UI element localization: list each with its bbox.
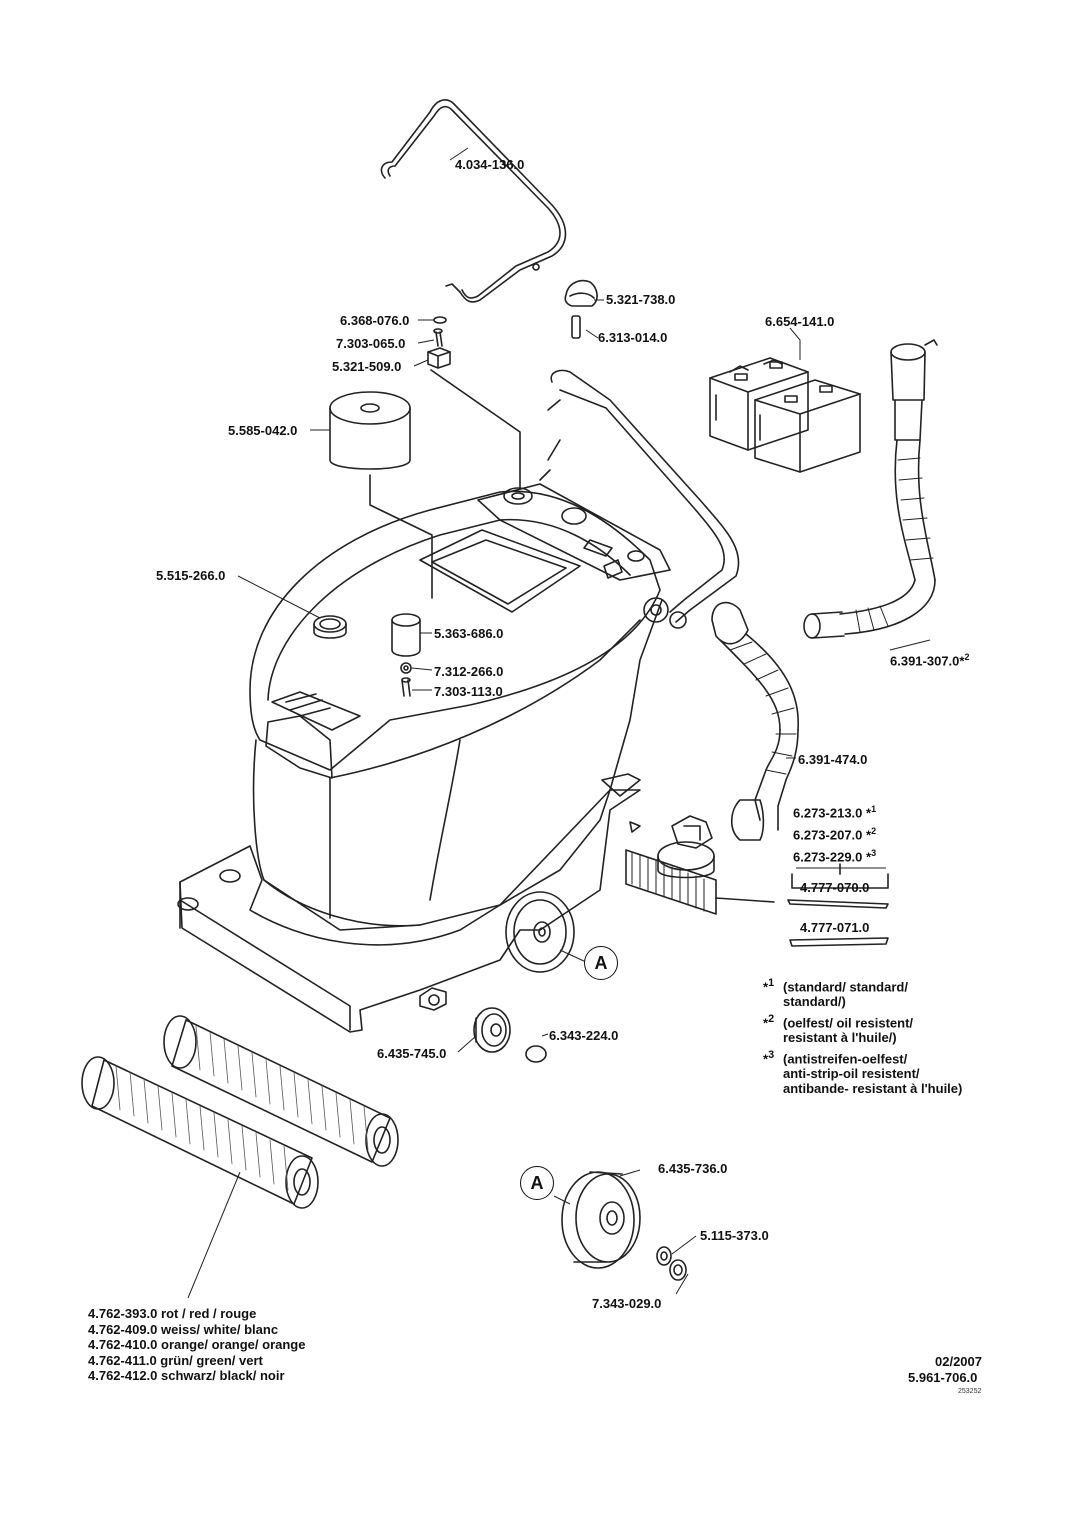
- label-6-273-207-0: 6.273-207.0 *2: [793, 824, 876, 842]
- marker-superscript: 1: [871, 804, 877, 814]
- label-6-343-224-0: 6.343-224.0: [549, 1028, 619, 1043]
- knob-part: [564, 279, 598, 339]
- brush-roller-lower: [81, 1056, 319, 1209]
- label-6-435-745-0: 6.435-745.0: [377, 1046, 447, 1061]
- label-5-363-686-0: 5.363-686.0: [434, 626, 504, 641]
- marker-superscript: 2: [964, 652, 970, 662]
- label-6-273-229-0: 6.273-229.0 *3: [793, 846, 876, 864]
- footnote-3-line-3: antibande- resistant à l'huile): [783, 1081, 963, 1097]
- marker-superscript: 1: [768, 977, 775, 989]
- label-5-321-509-0: 5.321-509.0: [332, 359, 402, 374]
- label-5-585-042-0: 5.585-042.0: [228, 423, 298, 438]
- label-6-273-207-0-text: 6.273-207.0: [793, 827, 863, 843]
- marker-star: *: [763, 1051, 769, 1067]
- marker-star: *: [763, 1015, 769, 1031]
- label-5-321-738-0: 5.321-738.0: [606, 292, 676, 307]
- marker-superscript: 2: [871, 826, 877, 836]
- footnote-3-line-1: (antistreifen-oelfest/: [783, 1051, 908, 1067]
- footnote-1-line-2: standard/): [783, 994, 846, 1010]
- leader-lines: [187, 147, 931, 1299]
- label-6-654-141-0: 6.654-141.0: [765, 314, 835, 329]
- footnote-2-line-2: resistant à l'huile/): [783, 1030, 897, 1046]
- marker-star: *: [866, 849, 872, 865]
- label-6-435-736-0: 6.435-736.0: [658, 1161, 728, 1176]
- footer-doc-number: 5.961-706.0: [908, 1370, 978, 1385]
- scrubber-machine-body: [177, 369, 740, 1033]
- brush-variant: 4.762-412.0 schwarz/ black/ noir: [88, 1368, 285, 1383]
- label-5-515-266-0: 5.515-266.0: [156, 568, 226, 583]
- marker-superscript: 3: [871, 848, 877, 858]
- label-7-303-113-0: 7.303-113.0: [434, 684, 503, 699]
- label-6-368-076-0: 6.368-076.0: [340, 313, 410, 328]
- brush-variant: 4.762-393.0 rot / red / rouge: [88, 1306, 257, 1321]
- footer-date: 02/2007: [935, 1354, 982, 1369]
- push-handle-part: [380, 99, 567, 303]
- label-6-273-213-0: 6.273-213.0 *1: [793, 802, 876, 820]
- marker-star: *: [959, 653, 965, 669]
- footnote-2: *2(oelfest/ oil resistent/ resistant à l…: [763, 1012, 913, 1045]
- brush-variant-list: 4.762-393.0 rot / red / rouge 4.762-409.…: [88, 1306, 305, 1384]
- label-4-777-071-0: 4.777-071.0: [800, 920, 870, 935]
- footnote-marker: *2: [763, 1012, 783, 1030]
- brush-variant: 4.762-410.0 orange/ orange/ orange: [88, 1337, 306, 1352]
- callout-a-wheel: A: [520, 1166, 554, 1200]
- label-5-115-373-0: 5.115-373.0: [700, 1228, 769, 1243]
- marker-superscript: 2: [768, 1013, 775, 1025]
- castor-wheel-part: [473, 1007, 547, 1063]
- footnote-3: *3(antistreifen-oelfest/ anti-strip-oil …: [763, 1048, 962, 1096]
- marker-star: *: [866, 827, 872, 843]
- label-4-777-070-0: 4.777-070.0: [800, 880, 870, 895]
- footnote-marker: *3: [763, 1048, 783, 1066]
- label-6-313-014-0: 6.313-014.0: [598, 330, 668, 345]
- callout-a-machine: A: [584, 946, 618, 980]
- label-6-391-307-0-text: 6.391-307.0: [890, 653, 960, 669]
- footnote-marker: *1: [763, 976, 783, 994]
- suction-hose-part: [803, 339, 938, 639]
- squeegee-hose-part: [711, 601, 800, 841]
- footnote-1-line-1: (standard/ standard/: [783, 979, 908, 995]
- label-6-273-229-0-text: 6.273-229.0: [793, 849, 863, 865]
- filter-part: [329, 391, 433, 599]
- small-fastener-parts: [427, 316, 521, 489]
- label-7-343-029-0: 7.343-029.0: [592, 1296, 662, 1311]
- footnote-3-line-2: anti-strip-oil resistent/: [783, 1066, 920, 1082]
- brush-variant: 4.762-409.0 weiss/ white/ blanc: [88, 1321, 279, 1337]
- marker-superscript: 3: [768, 1049, 775, 1061]
- marker-star: *: [866, 805, 872, 821]
- brush-variant: 4.762-411.0 grün/ green/ vert: [88, 1352, 263, 1368]
- hose-ribs: [729, 641, 797, 775]
- label-6-391-307-0: 6.391-307.0*2: [890, 650, 969, 668]
- label-6-391-474-0: 6.391-474.0: [798, 752, 868, 767]
- label-4-034-136-0: 4.034-136.0: [455, 157, 525, 172]
- label-7-303-065-0: 7.303-065.0: [336, 336, 406, 351]
- hose-ribs: [855, 457, 934, 633]
- label-6-273-213-0-text: 6.273-213.0: [793, 805, 863, 821]
- squeegee-assembly: [625, 815, 889, 947]
- label-7-312-266-0: 7.312-266.0: [434, 664, 504, 679]
- brush-roller-upper: [163, 1015, 399, 1167]
- battery-part: [709, 357, 861, 473]
- footnote-1: *1(standard/ standard/ standard/): [763, 976, 908, 1009]
- footnote-2-line-1: (oelfest/ oil resistent/: [783, 1015, 914, 1031]
- marker-star: *: [763, 979, 769, 995]
- drive-wheel-part: [561, 1171, 687, 1281]
- footer-drawing-number: 253252: [958, 1388, 982, 1395]
